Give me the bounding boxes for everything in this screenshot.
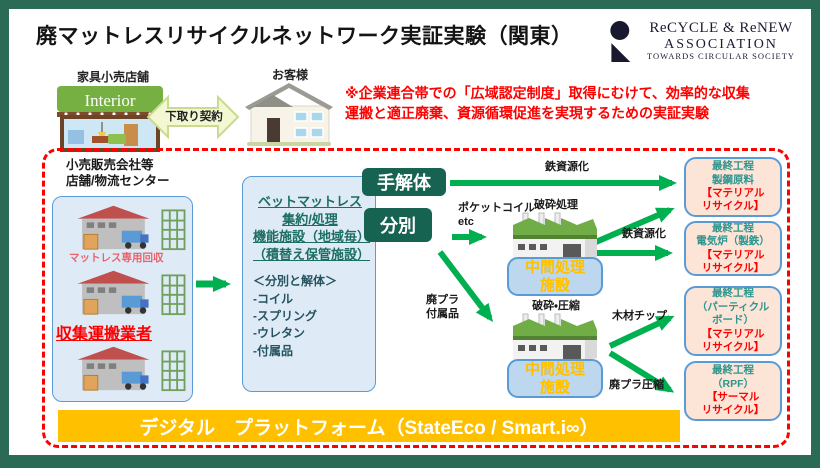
facility1-name-line2: 施設 [539,276,570,294]
logo-wordmark: ReCYCLE & ReNEW ASSOCIATION TOWARDS CIRC… [647,20,795,62]
final0-recycle1: 【マテリアル [701,187,765,199]
final1-line2: 電気炉（製鉄） [696,235,770,248]
final-box-electric-furnace: 最終工程 電気炉（製鉄） 【マテリアル リサイクル】 [684,221,782,276]
final3-recycle1: 【サーマル [706,391,760,403]
final0-line1: 最終工程 [712,160,754,173]
pocket-coil-line2: etc [458,215,474,228]
final1-line1: 最終工程 [712,221,754,234]
page-title: 廃マットレスリサイクルネットワーク実証実験（関東） [36,25,573,48]
waste-plastic-line1: 廃プラ [426,294,459,306]
factory-icon [513,313,597,361]
aggregation-title: ベットマットレス 集約/処理 機能施設（地域毎） （積替え保管施設） [253,193,371,263]
warehouse-icon [77,270,186,316]
furniture-store-label: 家具小売店舗 [76,70,149,84]
final-box-rpf: 最終工程 （RPF） 【サーマル リサイクル】 [684,361,782,421]
furniture-store-illustration: Interior [54,84,166,152]
trade-in-double-arrow [146,92,240,142]
svg-text:Interior: Interior [85,91,136,110]
final3-line1: 最終工程 [712,364,754,377]
collection-header-line2: 店舗/物流センター [66,174,170,189]
factory-icon [513,212,597,260]
final3-recycle2: リサイクル】 [701,404,765,417]
logo-line3: TOWARDS CIRCULAR SOCIETY [647,51,796,62]
final2-recycle2: リサイクル】 [701,341,765,354]
iron-resource-top-label: 鉄資源化 [545,161,589,173]
facility1-process-label: 破砕処理 [534,199,578,211]
facility1-name-box: 中間処理 施設 [507,257,603,296]
sorting-badge: 分別 [364,208,432,242]
facility2-name-line2: 施設 [539,378,570,396]
note-line2: 運搬と適正廃棄、資源循環促進を実現するための実証実験 [345,104,709,121]
list-item-spring: -スプリング [253,308,317,323]
facility2-name-box: 中間処理 施設 [507,359,603,398]
customer-label: お客様 [271,68,308,82]
warehouse-icon [77,205,186,251]
aggregation-title-line3: 機能施設（地域毎） [253,229,371,245]
digital-platform-bar: デジタル プラットフォーム（StateEco / Smart.i∞） [58,410,680,442]
carrier-label: 収集運搬業者 [56,326,153,343]
pocket-coil-label: ポケットコイル etc [458,202,535,230]
mattress-recovery-label: マットレス専用回収 [69,252,164,264]
list-item-accessories: -付属品 [253,343,293,358]
waste-plastic-label: 廃プラ 付属品 [426,294,459,322]
plastic-compression-label: 廃プラ圧縮 [609,379,664,391]
final2-line2: （パーティクル [696,300,770,313]
sorting-list-subtitle: ＜分別と解体＞ [253,274,338,289]
logo-line1: ReCYCLE & ReNEW [649,20,793,36]
waste-plastic-line2: 付属品 [426,307,459,320]
list-item-coil: -コイル [253,291,293,306]
collection-header: 小売販売会社等 店舗/物流センター [66,157,169,190]
final-box-steel-material: 最終工程 製鋼原料 【マテリアル リサイクル】 [684,157,782,217]
list-item-urethane: -ウレタン [253,326,305,341]
manual-dismantle-badge: 手解体 [362,168,446,196]
final3-line2: （RPF） [712,377,754,390]
aggregation-title-line2: 集約/処理 [282,211,338,227]
experiment-note: ※企業連合帯での「広域認定制度」取得にむけて、効率的な収集 運搬と適正廃棄、資源… [345,84,805,123]
recycle-renew-logo-icon [610,21,631,62]
collection-header-line1: 小売販売会社等 [66,158,154,172]
facility2-name-line1: 中間処理 [524,361,585,379]
customer-house-illustration [243,80,335,146]
final0-recycle2: リサイクル】 [701,200,765,213]
trade-in-contract-label: 下取り契約 [165,111,223,123]
final-box-particle-board: 最終工程 （パーティクル ボード） 【マテリアル リサイクル】 [684,286,782,356]
aggregation-facility-box: ベットマットレス 集約/処理 機能施設（地域毎） （積替え保管施設） ＜分別と解… [242,176,376,392]
logo-line2: ASSOCIATION [664,36,778,52]
aggregation-title-line4: （積替え保管施設） [253,246,371,262]
final1-recycle1: 【マテリアル [701,248,765,261]
iron-resource-mid-label: 鉄資源化 [622,228,666,240]
experiment-zone-border [42,148,790,448]
final1-recycle2: リサイクル】 [701,261,765,274]
warehouse-icon [77,346,186,392]
final2-line3: ボード） [712,314,754,327]
final0-line2: 製鋼原料 [712,173,754,186]
final2-recycle1: 【マテリアル [701,327,765,340]
pocket-coil-line1: ポケットコイル [458,202,535,214]
facility2-process-label: 破砕・圧縮 [532,300,580,312]
final2-line1: 最終工程 [712,287,754,300]
wood-chip-label: 木材チップ [612,310,667,322]
sorting-dismantling-list: ＜分別と解体＞ -コイル -スプリング -ウレタン -付属品 [253,273,367,360]
facility1-name-line1: 中間処理 [524,259,585,277]
aggregation-title-line1: ベットマットレス [257,194,362,209]
association-logo: ReCYCLE & ReNEW ASSOCIATION TOWARDS CIRC… [608,16,808,66]
note-line1: ※企業連合帯での「広域認定制度」取得にむけて、効率的な収集 [345,85,750,101]
